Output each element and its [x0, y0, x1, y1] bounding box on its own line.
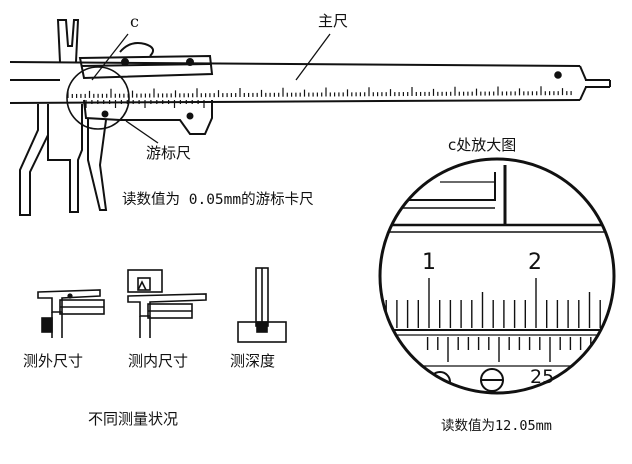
- vernier-slider: [78, 42, 214, 211]
- main-scale-label: 主尺: [318, 12, 349, 30]
- main-scale-leader: [295, 33, 331, 81]
- zoom-main-number-1: 1: [422, 250, 436, 275]
- vernier-caliper: [9, 19, 611, 216]
- fixed-jaw: [19, 104, 83, 216]
- depth-measure-figure: [237, 267, 287, 343]
- inner-measure-label: 测内尺寸: [128, 352, 189, 370]
- c-marker-label: c: [130, 12, 139, 31]
- zoom-title-label: c处放大图: [448, 136, 517, 154]
- zoom-main-ticks: [385, 278, 612, 328]
- caliper-caption: 读数值为 0.05mm的游标卡尺: [122, 192, 314, 208]
- zoom-main-number-2: 2: [528, 250, 542, 275]
- outer-measure-label: 测外尺寸: [23, 352, 84, 370]
- zoom-vernier-number: 25: [530, 366, 555, 388]
- main-scale-ticks: [67, 86, 572, 98]
- zoom-region-circle: [66, 66, 130, 130]
- upper-jaws: [56, 19, 80, 63]
- inner-measure-figure: [127, 269, 207, 338]
- zoom-vernier-ticks: [426, 337, 612, 362]
- reading-result: 读数值为12.05mm: [441, 418, 552, 434]
- vernier-leader: [125, 120, 159, 144]
- vernier-scale-label: 游标尺: [146, 144, 192, 162]
- zoom-circle-outline: [378, 157, 616, 395]
- outer-measure-figure: [37, 289, 105, 338]
- depth-rod: [585, 79, 611, 88]
- vernier-scale-ticks: [85, 100, 205, 108]
- conditions-title: 不同测量状况: [88, 410, 179, 428]
- c-leader: [91, 33, 129, 81]
- depth-measure-label: 测深度: [230, 352, 276, 370]
- main-beam: [9, 61, 587, 104]
